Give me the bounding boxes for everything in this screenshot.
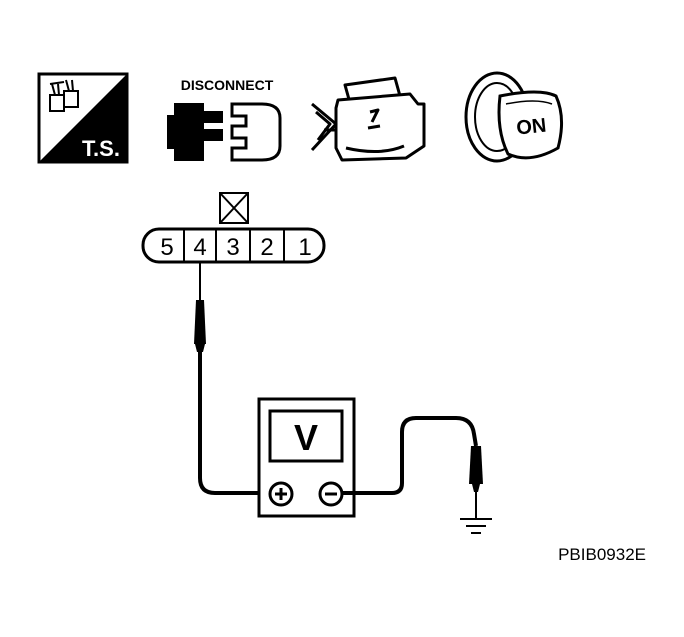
connector: 5 4 3 2 1: [141, 192, 326, 264]
connector-pin-5: 5: [160, 234, 173, 261]
engine-icon: [310, 76, 426, 162]
voltmeter: V: [257, 397, 356, 518]
disconnect-label: DISCONNECT: [181, 77, 274, 93]
negative-probe: [342, 416, 483, 518]
ignition-key-icon: ON: [464, 71, 563, 163]
ts-icon: T.S.: [37, 72, 129, 164]
ground-symbol: [460, 518, 492, 534]
positive-probe: [194, 262, 268, 495]
disconnect-icon: DISCONNECT: [167, 77, 282, 162]
ignition-label: ON: [515, 115, 547, 140]
connector-pin-4: 4: [193, 234, 206, 261]
figure-code: PBIB0932E: [558, 545, 646, 564]
ts-label: T.S.: [82, 136, 120, 161]
connector-pin-2: 2: [260, 234, 273, 261]
voltmeter-label: V: [294, 417, 318, 458]
connector-pin-3: 3: [226, 234, 239, 261]
connector-pin-1: 1: [298, 234, 311, 261]
